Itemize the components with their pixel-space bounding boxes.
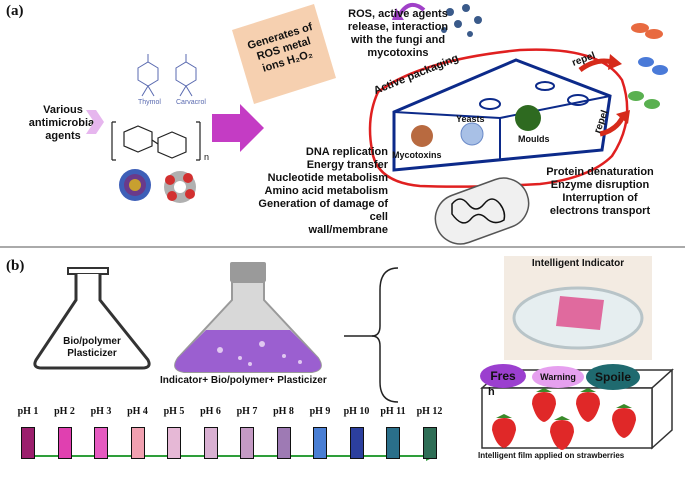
empty-flask-icon <box>33 267 151 370</box>
damaged-cell-icon <box>434 177 530 245</box>
polymer-chain-icon <box>111 121 201 161</box>
agents-label: Various antimicrobial agents <box>18 104 108 143</box>
panel-b-label: (b) <box>6 258 25 274</box>
ros-line: with the fungi and <box>350 34 446 46</box>
ph-label: pH 10 <box>343 406 370 417</box>
mechanism-item: Nucleotide metabolism <box>267 172 388 184</box>
mechanism-item: DNA replication <box>305 146 388 158</box>
effect-item: Enzyme disruption <box>550 179 650 191</box>
yeast-icon <box>460 122 484 146</box>
cyclodextrin-icon <box>164 171 196 203</box>
effect-item: electrons transport <box>549 205 651 217</box>
ros-line: mycotoxins <box>367 47 429 59</box>
ph-swatch <box>57 427 72 459</box>
ph-swatch <box>167 427 181 459</box>
ph-label: pH 5 <box>163 406 185 417</box>
ros-particles-icon <box>441 4 482 37</box>
ph-swatch <box>386 427 400 459</box>
bacteria-blue-icon <box>638 57 654 67</box>
ph-label: pH 11 <box>380 406 406 417</box>
flask2-label: Indicator+ Bio/polymer+ Plasticizer <box>160 375 327 386</box>
ph-swatch <box>240 427 254 459</box>
ph-label: pH 1 <box>17 406 39 417</box>
thymol-molecule-icon <box>137 54 159 97</box>
curly-brace <box>371 267 399 403</box>
mycotoxin-icon <box>411 125 433 147</box>
ph-label: pH 6 <box>200 406 221 417</box>
ros-line: release, interaction <box>347 21 449 33</box>
fresh-text: Fres <box>490 369 516 383</box>
ph-swatch <box>130 427 145 459</box>
fresh-badge: Fres <box>480 364 526 388</box>
thymol-label: Thymol <box>138 99 161 106</box>
mechanism-item: Generation of damage of cell <box>258 198 388 223</box>
agents-chevron-icon <box>86 110 104 134</box>
flask1-label: Bio/polymer Plasticizer <box>52 336 132 360</box>
ph-swatch <box>313 427 327 459</box>
effect-item: Interruption of <box>562 192 638 204</box>
effect-item: Protein denaturation <box>546 166 654 178</box>
scroll-banner <box>232 4 336 104</box>
ros-line: ROS, active agents <box>348 8 448 20</box>
active-packaging-outline <box>368 48 629 188</box>
flask1-line: Bio/polymer <box>63 336 121 347</box>
mechanism-item: wall/membrane <box>308 224 388 236</box>
spoiled-badge: Spoile <box>586 364 640 390</box>
indicator-film <box>556 296 604 330</box>
panel-a-label: (a) <box>6 3 24 19</box>
fresh-text-wrap: h <box>488 386 495 398</box>
indicator-title: Intelligent Indicator <box>531 258 625 269</box>
effects-list: Protein denaturation Enzyme disruption I… <box>530 166 670 218</box>
ph-label: pH 4 <box>127 406 148 417</box>
mycotoxins-label: Mycotoxins <box>392 150 442 160</box>
ph-label: pH 7 <box>236 406 258 417</box>
mechanisms-list: DNA replication Energy transfer Nucleoti… <box>238 146 388 237</box>
flask1-line: Plasticizer <box>67 348 117 359</box>
carvacrol-label: Carvacrol <box>176 99 206 106</box>
ph-swatch <box>422 427 437 459</box>
ph-swatch <box>21 427 35 459</box>
ros-text: ROS, active agents release, interaction … <box>342 8 454 60</box>
polymer-n-label: n <box>204 152 210 162</box>
spoiled-text: Spoile <box>594 370 631 384</box>
indicator-flask-icon <box>174 262 322 373</box>
carvacrol-molecule-icon <box>175 54 197 97</box>
mechanism-item: Energy transfer <box>306 159 388 171</box>
ph-swatch <box>94 427 108 459</box>
cheese-wedge-icon <box>392 58 612 172</box>
mechanism-item: Amino acid metabolism <box>264 185 388 197</box>
strawberries-icon <box>492 388 636 450</box>
ph-label: pH 9 <box>309 406 331 417</box>
warning-badge: Warning <box>532 366 584 388</box>
nanoparticle-icon <box>119 169 151 201</box>
ph-swatch <box>203 427 218 459</box>
film-caption: Intelligent film applied on strawberries <box>478 451 625 460</box>
ph-swatch <box>276 427 291 459</box>
agents-label-text: Various antimicrobial agents <box>28 104 98 142</box>
ros-curved-arrow-icon <box>398 2 426 16</box>
ph-label: pH 8 <box>273 406 294 417</box>
yeasts-label: Yeasts <box>456 114 485 124</box>
ph-label: pH 12 <box>416 406 443 417</box>
bacteria-orange-icon <box>631 23 649 33</box>
warning-text: Warning <box>540 372 576 382</box>
mould-icon <box>515 105 541 131</box>
ph-swatch <box>349 427 364 459</box>
moulds-label: Moulds <box>518 134 550 144</box>
bacteria-green-icon <box>628 91 644 101</box>
ph-label: pH 3 <box>90 406 112 417</box>
process-arrow-icon <box>212 104 264 152</box>
ph-label: pH 2 <box>54 406 75 417</box>
